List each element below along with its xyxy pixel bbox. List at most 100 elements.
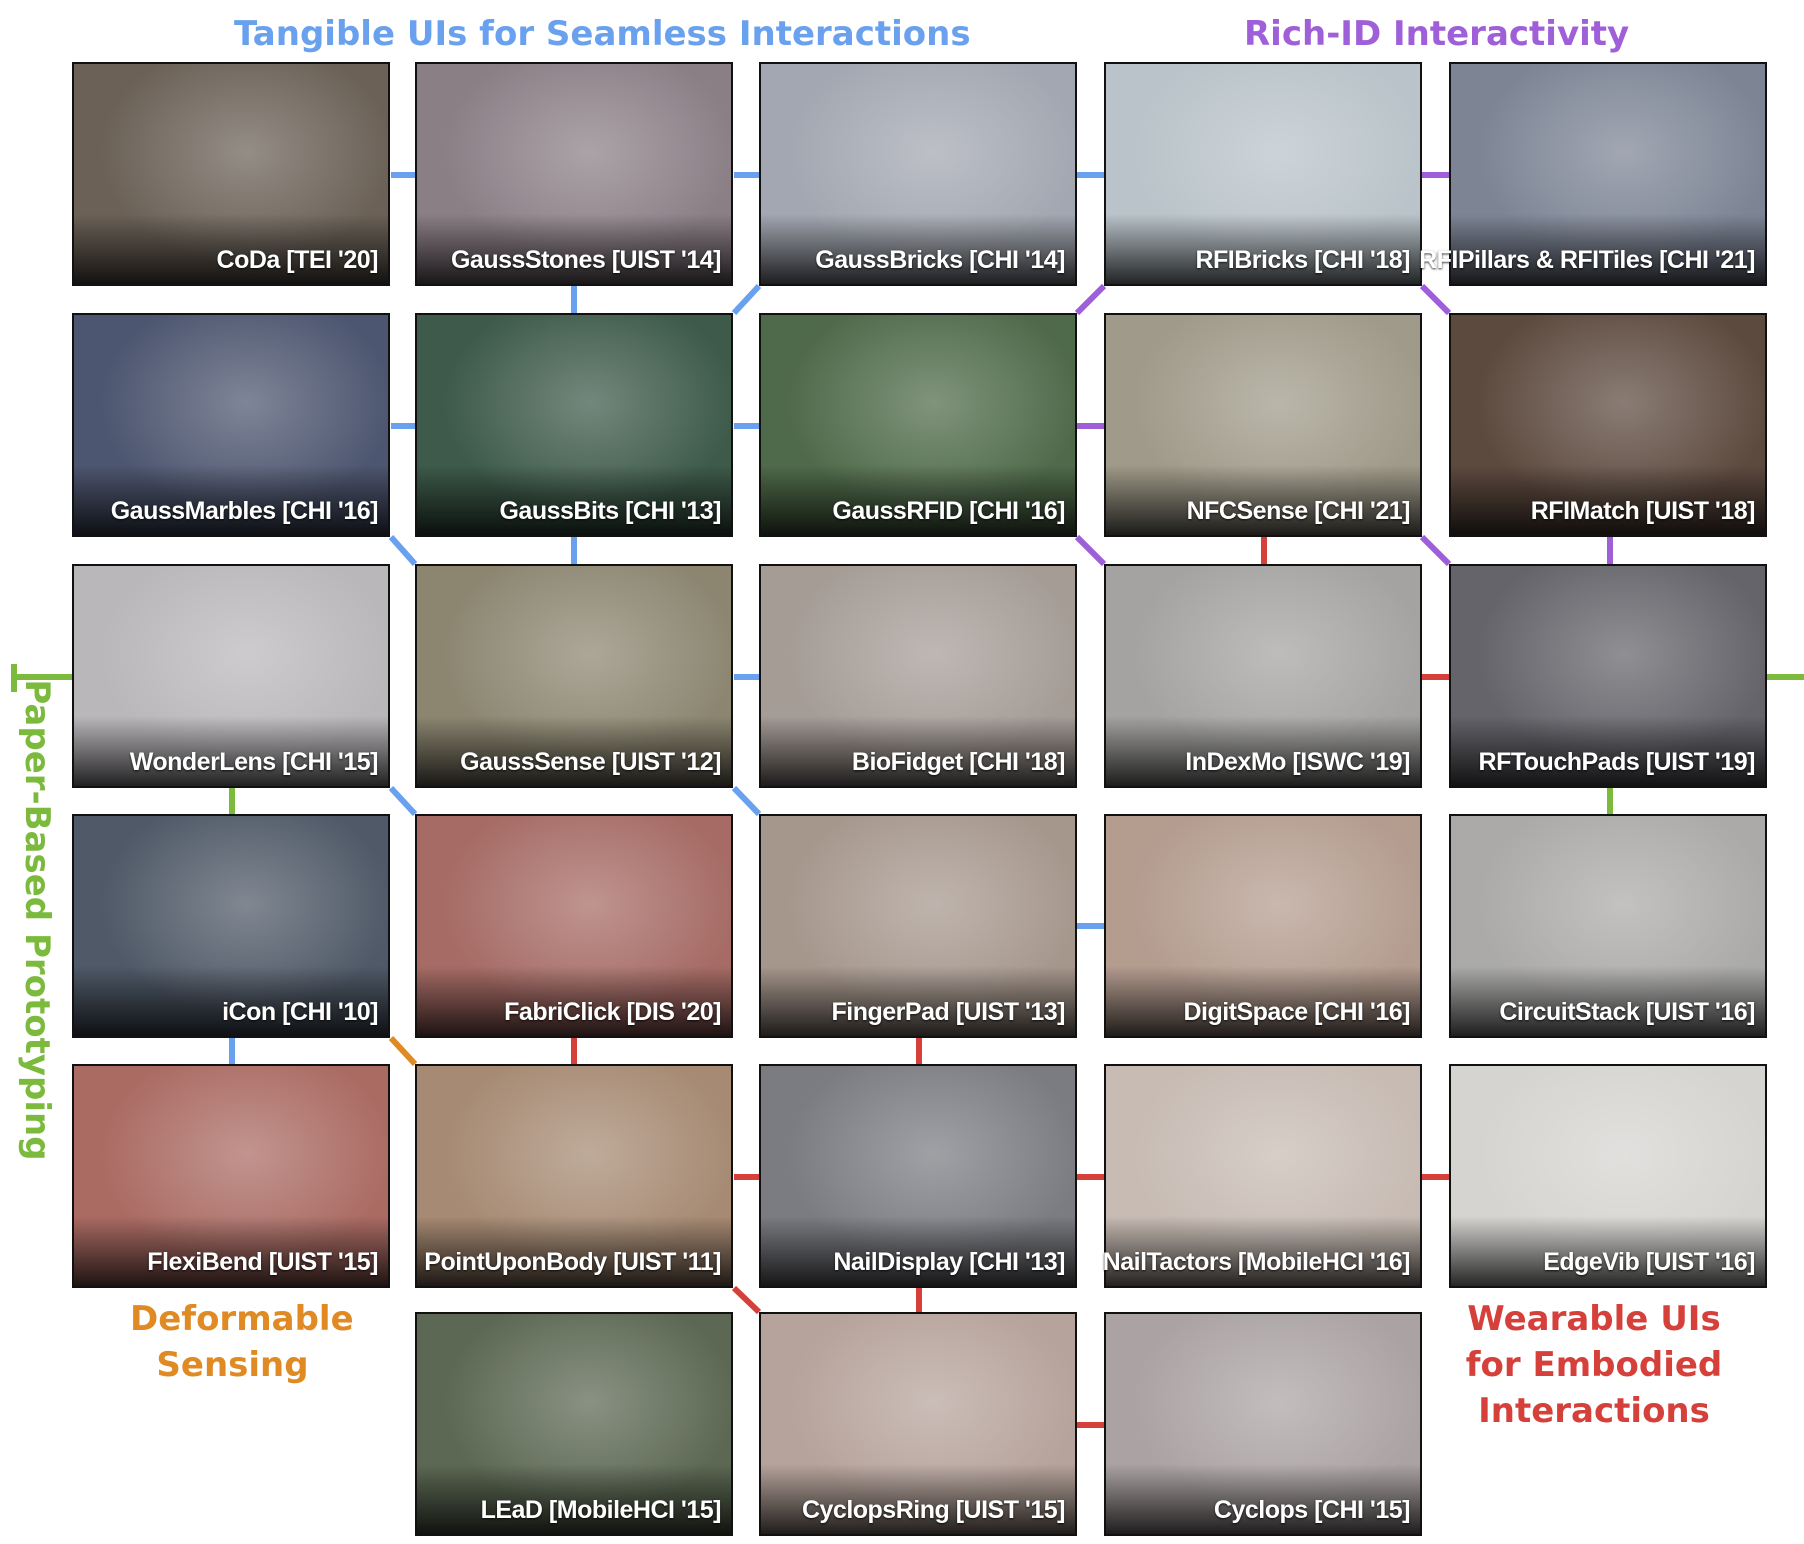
project-caption: EdgeVib [UIST '16]	[1543, 1248, 1755, 1276]
caption-shade	[1451, 214, 1765, 284]
project-tile: RFIMatch [UIST '18]	[1449, 313, 1767, 537]
project-caption: GaussStones [UIST '14]	[450, 246, 722, 274]
project-tile: RFTouchPads [UIST '19]	[1449, 564, 1767, 788]
project-tile: FingerPad [UIST '13]	[759, 814, 1077, 1038]
caption-shade	[761, 1464, 1075, 1534]
project-caption: LEaD [MobileHCI '15]	[480, 1496, 722, 1524]
caption-shade	[1106, 465, 1420, 535]
project-tile: EdgeVib [UIST '16]	[1449, 1064, 1767, 1288]
caption-shade	[761, 716, 1075, 786]
caption-shade	[417, 1464, 731, 1534]
project-tile: NailDisplay [CHI '13]	[759, 1064, 1077, 1288]
project-tile: Cyclops [CHI '15]	[1104, 1312, 1422, 1536]
caption-shade	[1106, 1216, 1420, 1286]
project-tile: PointUponBody [UIST '11]	[415, 1064, 733, 1288]
caption-shade	[74, 465, 388, 535]
caption-shade	[74, 214, 388, 284]
project-caption: CyclopsRing [UIST '15]	[801, 1496, 1066, 1524]
project-tile: LEaD [MobileHCI '15]	[415, 1312, 733, 1536]
connector-deformable	[388, 1035, 418, 1067]
caption-shade	[417, 966, 731, 1036]
project-tile: WonderLens [CHI '15]	[72, 564, 390, 788]
project-tile: NailTactors [MobileHCI '16]	[1102, 1064, 1422, 1288]
caption-shade	[74, 716, 388, 786]
caption-shade	[1106, 966, 1420, 1036]
project-caption: CoDa [TEI '20]	[216, 246, 379, 274]
connector-rich_id	[1419, 534, 1452, 567]
connector-rich_id	[1419, 283, 1452, 316]
project-tile: GaussStones [UIST '14]	[415, 62, 733, 286]
category-title-rich-id: Rich-ID Interactivity	[1244, 14, 1630, 54]
connector-wearable	[731, 1285, 762, 1315]
project-caption: FingerPad [UIST '13]	[831, 998, 1066, 1026]
connector-tangible	[388, 535, 418, 566]
caption-shade	[1106, 1464, 1420, 1534]
caption-shade	[1451, 1216, 1765, 1286]
caption-shade	[1106, 716, 1420, 786]
project-tile: RFIPillars & RFITiles [CHI '21]	[1419, 62, 1767, 286]
project-caption: iCon [CHI '10]	[222, 998, 378, 1026]
project-caption: GaussSense [UIST '12]	[460, 748, 721, 776]
caption-shade	[1451, 966, 1765, 1036]
project-caption: RFTouchPads [UIST '19]	[1478, 748, 1756, 776]
project-tile: CircuitStack [UIST '16]	[1449, 814, 1767, 1038]
caption-shade	[761, 1216, 1075, 1286]
caption-shade	[74, 966, 388, 1036]
project-tile: BioFidget [CHI '18]	[759, 564, 1077, 788]
caption-shade	[417, 1216, 731, 1286]
project-caption: NFCSense [CHI '21]	[1186, 497, 1411, 525]
project-caption: NailTactors [MobileHCI '16]	[1102, 1248, 1411, 1276]
caption-shade	[417, 214, 731, 284]
connector-rich_id	[1074, 283, 1107, 316]
project-tile: DigitSpace [CHI '16]	[1104, 814, 1422, 1038]
connector-tangible	[388, 785, 418, 817]
project-caption: GaussBits [CHI '13]	[499, 497, 721, 525]
caption-shade	[417, 465, 731, 535]
caption-shade	[761, 465, 1075, 535]
project-tile: FabriClick [DIS '20]	[415, 814, 733, 1038]
connector-rich_id	[1074, 534, 1107, 567]
project-caption: BioFidget [CHI '18]	[851, 748, 1066, 776]
project-tile: InDexMo [ISWC '19]	[1104, 564, 1422, 788]
caption-shade	[417, 716, 731, 786]
category-title-paper-based: Paper-Based Prototyping	[17, 679, 57, 1161]
category-title-tangible: Tangible UIs for Seamless Interactions	[234, 14, 971, 54]
project-tile: GaussBricks [CHI '14]	[759, 62, 1077, 286]
project-tile: GaussMarbles [CHI '16]	[72, 313, 390, 537]
project-tile: CyclopsRing [UIST '15]	[759, 1312, 1077, 1536]
project-tile: GaussSense [UIST '12]	[415, 564, 733, 788]
project-caption: FabriClick [DIS '20]	[504, 998, 721, 1026]
caption-shade	[1451, 465, 1765, 535]
project-tile: GaussBits [CHI '13]	[415, 313, 733, 537]
caption-shade	[1451, 716, 1765, 786]
project-caption: RFIPillars & RFITiles [CHI '21]	[1419, 246, 1755, 274]
project-tile: FlexiBend [UIST '15]	[72, 1064, 390, 1288]
connector-tangible	[731, 785, 762, 817]
project-caption: GaussRFID [CHI '16]	[832, 497, 1065, 525]
project-tile: CoDa [TEI '20]	[72, 62, 390, 286]
project-caption: RFIBricks [CHI '18]	[1195, 246, 1410, 274]
caption-shade	[74, 1216, 388, 1286]
project-caption: PointUponBody [UIST '11]	[424, 1248, 721, 1276]
project-tile: RFIBricks [CHI '18]	[1104, 62, 1422, 286]
category-title-wearable: Wearable UIs for Embodied Interactions	[1465, 1299, 1723, 1431]
project-caption: CircuitStack [UIST '16]	[1499, 998, 1755, 1026]
project-caption: InDexMo [ISWC '19]	[1185, 748, 1410, 776]
project-caption: DigitSpace [CHI '16]	[1183, 998, 1410, 1026]
project-caption: RFIMatch [UIST '18]	[1530, 497, 1756, 525]
project-tile: GaussRFID [CHI '16]	[759, 313, 1077, 537]
category-title-deformable: Deformable Sensing	[130, 1299, 354, 1385]
project-caption: Cyclops [CHI '15]	[1213, 1496, 1411, 1524]
project-caption: NailDisplay [CHI '13]	[833, 1248, 1065, 1276]
caption-shade	[761, 966, 1075, 1036]
project-caption: GaussBricks [CHI '14]	[815, 246, 1065, 274]
caption-shade	[1106, 214, 1420, 284]
project-caption: FlexiBend [UIST '15]	[147, 1248, 378, 1276]
connector-tangible	[731, 283, 762, 316]
project-tile: NFCSense [CHI '21]	[1104, 313, 1422, 537]
project-caption: GaussMarbles [CHI '16]	[110, 497, 379, 525]
caption-shade	[761, 214, 1075, 284]
project-tile: iCon [CHI '10]	[72, 814, 390, 1038]
project-caption: WonderLens [CHI '15]	[129, 748, 379, 776]
